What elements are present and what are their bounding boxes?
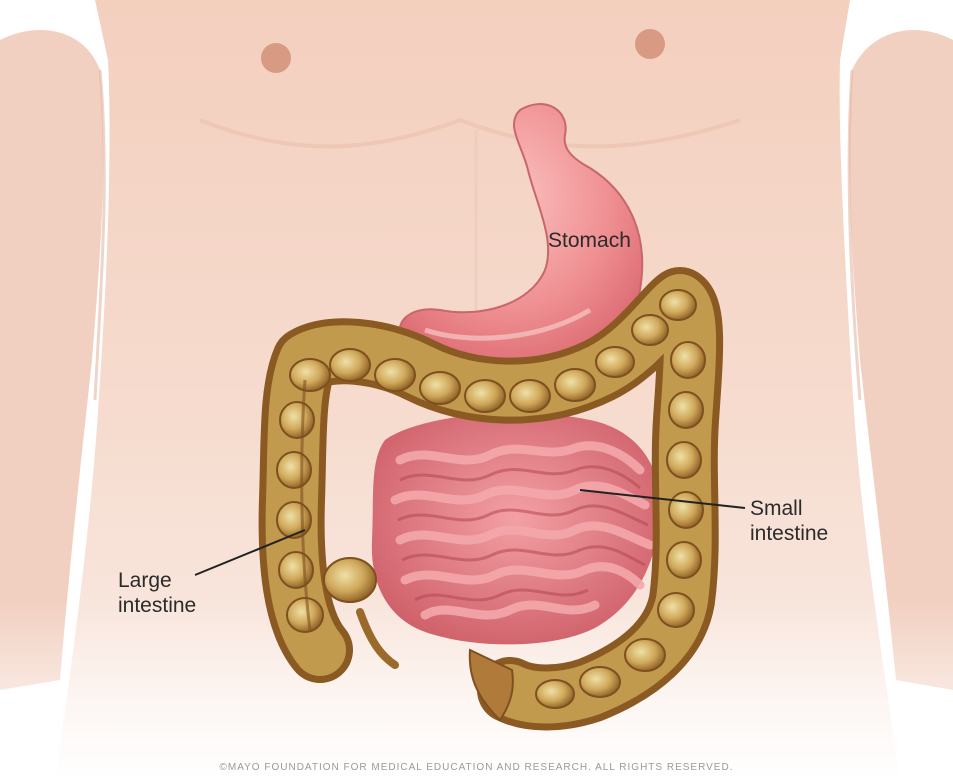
copyright-text: ©MAYO FOUNDATION FOR MEDICAL EDUCATION A…	[0, 762, 953, 773]
stomach-label-text: Stomach	[548, 228, 631, 253]
large-intestine-label-line2: intestine	[118, 593, 196, 618]
large-intestine-label: Large intestine	[118, 568, 196, 618]
small-intestine-label-line2: intestine	[750, 521, 828, 546]
stomach-label: Stomach	[548, 228, 631, 253]
left-nipple	[261, 43, 291, 73]
small-intestine-label-line1: Small	[750, 496, 828, 521]
small-intestine	[372, 413, 661, 644]
large-intestine-label-line1: Large	[118, 568, 196, 593]
small-intestine-label: Small intestine	[750, 496, 828, 546]
right-nipple	[635, 29, 665, 59]
